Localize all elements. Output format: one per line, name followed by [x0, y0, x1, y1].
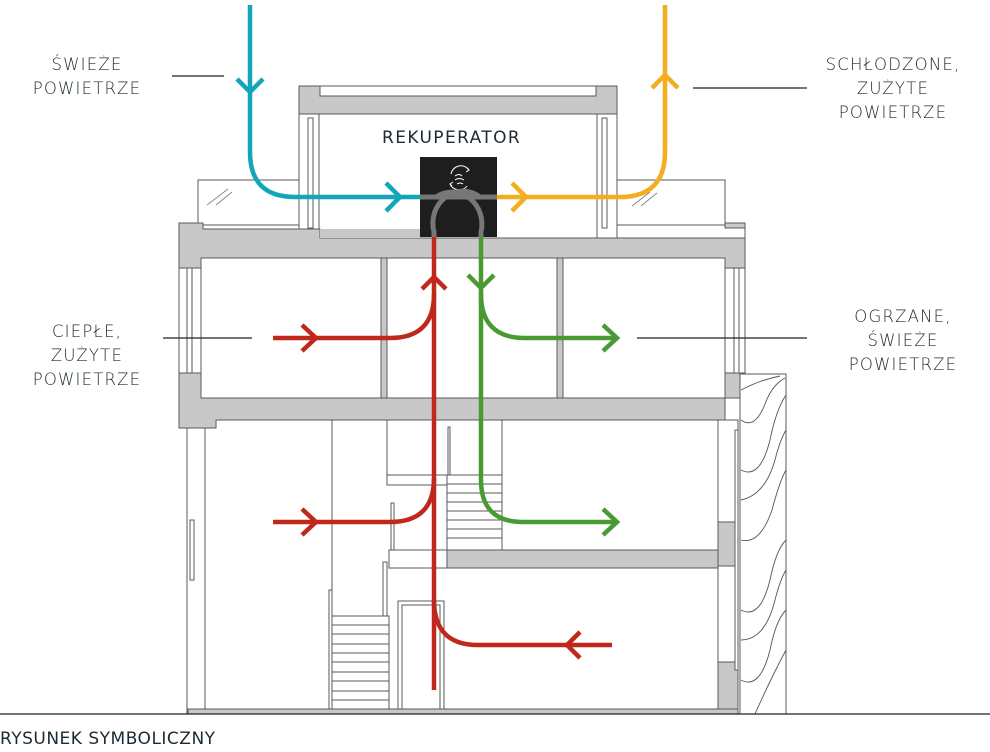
- arrow-up-icon: [420, 273, 448, 291]
- recuperator: [420, 157, 497, 237]
- label-line: SCHŁODZONE,: [825, 55, 961, 74]
- arrow-down-icon: [235, 77, 265, 96]
- recuperator-label: REKUPERATOR: [382, 128, 522, 148]
- arrow-right-icon: [510, 181, 530, 213]
- label-line: ZUŻYTE: [856, 79, 930, 98]
- flow-fresh-air: [235, 5, 420, 213]
- building-section: [0, 85, 990, 715]
- partition-1: [380, 257, 388, 399]
- arrow-down-icon: [466, 273, 496, 292]
- partition-2: [556, 257, 564, 399]
- arrow-right-icon: [384, 181, 404, 213]
- leader-lines: [163, 75, 807, 339]
- label-line: POWIETRZE: [848, 355, 958, 374]
- diagram-caption: RYSUNEK SYMBOLICZNY: [0, 729, 216, 749]
- upper-slab: [178, 222, 746, 269]
- label-warm-used: CIEPŁE, ZUŻYTE POWIETRZE: [20, 320, 154, 392]
- arrow-right-icon: [300, 323, 320, 353]
- flow-heated-fresh: [466, 237, 621, 537]
- label-line: POWIETRZE: [838, 103, 948, 122]
- flow-warm-used: [273, 237, 612, 690]
- balcony-railing-right: [616, 179, 726, 226]
- label-fresh-air: ŚWIEŻE POWIETRZE: [22, 53, 152, 101]
- ground-floor: [187, 708, 739, 715]
- balcony-railing-left: [197, 179, 300, 226]
- label-line: POWIETRZE: [32, 370, 142, 389]
- label-line: OGRZANE,: [854, 307, 952, 326]
- label-line: ZUŻYTE: [50, 346, 124, 365]
- arrow-right-icon: [601, 323, 621, 353]
- flow-exhaust: [497, 5, 680, 213]
- label-heated-fresh: OGRZANE, ŚWIEŻE POWIETRZE: [836, 305, 970, 377]
- air-flows: [235, 5, 680, 690]
- label-line: ŚWIEŻE: [51, 55, 123, 74]
- internal-duct-crossing: [420, 188, 497, 237]
- arrow-left-icon: [563, 630, 582, 660]
- label-exhaust-cooled: SCHŁODZONE, ZUŻYTE POWIETRZE: [818, 53, 968, 125]
- arrow-up-icon: [650, 71, 680, 90]
- arrow-right-icon: [300, 507, 320, 537]
- label-line: CIEPŁE,: [51, 322, 123, 341]
- wood-cladding: [739, 373, 787, 715]
- recirculation-fan-icon: [449, 165, 470, 191]
- staircase-lower: [331, 615, 390, 713]
- label-line: POWIETRZE: [32, 79, 142, 98]
- arrow-right-icon: [601, 507, 621, 537]
- label-line: ŚWIEŻE: [867, 331, 939, 350]
